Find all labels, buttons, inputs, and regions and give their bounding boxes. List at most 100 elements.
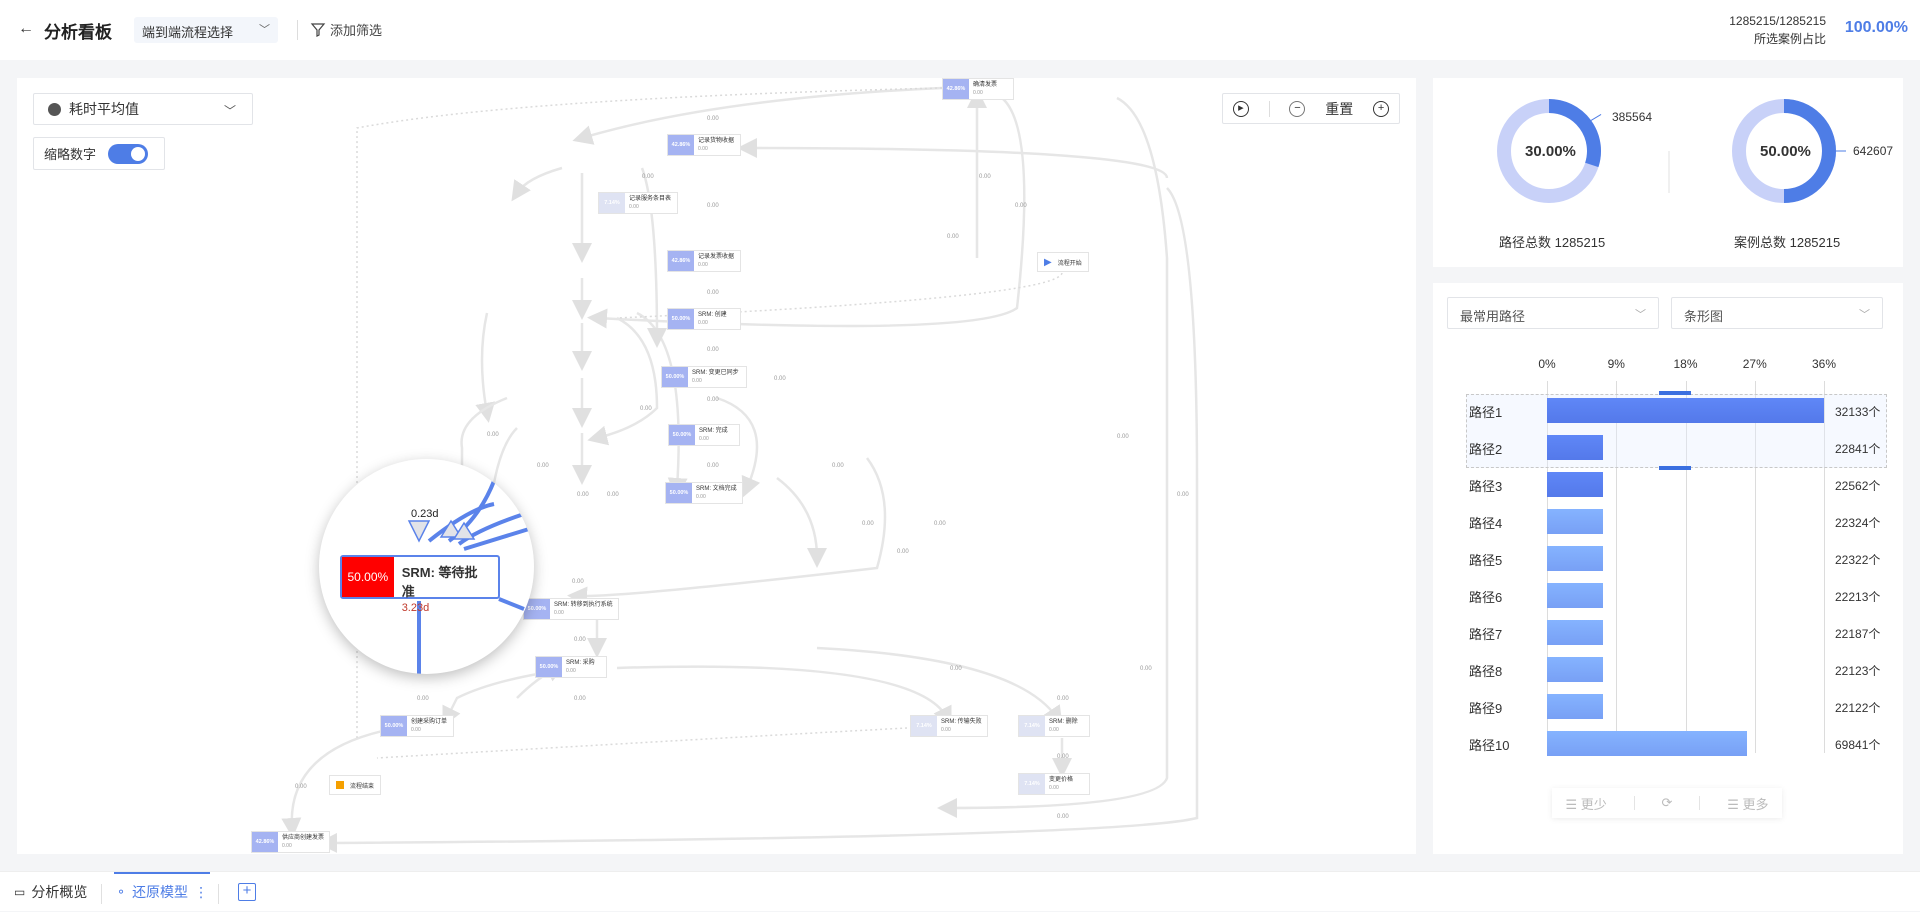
tab-analysis-overview[interactable]: ▭ 分析概览 bbox=[14, 884, 88, 900]
plus-circle-icon[interactable]: + bbox=[1373, 100, 1390, 117]
show-less-button[interactable]: ☰ 更少 bbox=[1565, 796, 1607, 812]
abbreviate-numbers-label: 缩略数字 bbox=[44, 147, 97, 162]
donut-charts bbox=[1497, 99, 1846, 203]
edge bbox=[572, 86, 943, 145]
svg-text:0.00: 0.00 bbox=[707, 463, 719, 469]
bar-value-label: 22213个 bbox=[1835, 590, 1881, 604]
divider bbox=[297, 20, 298, 40]
svg-text:0.00: 0.00 bbox=[707, 290, 719, 296]
flow-select-dropdown[interactable]: 端到端流程选择 ﹀ bbox=[134, 17, 278, 43]
svg-text:0.00: 0.00 bbox=[1177, 492, 1189, 498]
svg-text:0.00: 0.00 bbox=[707, 203, 719, 209]
case-ratio-label: 所选案例占比 bbox=[1753, 32, 1826, 46]
add-filter-button[interactable]: 添加筛选 bbox=[310, 20, 382, 39]
arrow-head bbox=[407, 520, 431, 543]
play-icon: ▶ bbox=[1044, 256, 1052, 268]
brush-handle-top[interactable] bbox=[1659, 391, 1691, 395]
refresh-icon[interactable]: ⟳ bbox=[1661, 795, 1673, 810]
donut-case-total bbox=[1732, 99, 1846, 203]
x-tick-label: 0% bbox=[1538, 357, 1556, 371]
process-model-icon: ⚬ bbox=[116, 885, 127, 899]
bar-category-label: 路径6 bbox=[1469, 590, 1503, 605]
bar[interactable] bbox=[1547, 694, 1604, 719]
bottom-tab-bar: ▭ 分析概览 ⚬ 还原模型 ⋮ + bbox=[0, 871, 1920, 911]
svg-text:0.00: 0.00 bbox=[1140, 666, 1152, 672]
start-event-node[interactable]: ▶ 流程开始 bbox=[1037, 252, 1089, 272]
show-more-button[interactable]: ☰ 更多 bbox=[1727, 796, 1769, 812]
top-bar: ← 分析看板 端到端流程选择 ﹀ 添加筛选 1285215/1285215 所选… bbox=[0, 0, 1920, 60]
process-map-edges: 0.00 0.00 0.00 0.00 0.00 0.00 0.00 0.00 … bbox=[281, 86, 1199, 853]
svg-text:0.00: 0.00 bbox=[862, 521, 874, 527]
path-type-select[interactable]: 最常用路径﹀ bbox=[1447, 297, 1659, 329]
chevron-down-icon: ﹀ bbox=[1859, 309, 1870, 321]
donut-path-percent: 30.00% bbox=[1525, 143, 1576, 160]
svg-text:0.00: 0.00 bbox=[1015, 203, 1027, 209]
bar[interactable] bbox=[1547, 657, 1604, 682]
edge-time-label: 0.23d bbox=[411, 508, 439, 520]
end-event-node[interactable]: 流程结束 bbox=[329, 775, 382, 795]
summary-donuts-panel: 30.00% 385564 路径总数 1285215 50.00% 642607… bbox=[1433, 78, 1903, 267]
divider bbox=[1268, 100, 1270, 117]
donut-slice bbox=[1548, 99, 1601, 168]
bar[interactable] bbox=[1547, 435, 1604, 460]
bar[interactable] bbox=[1547, 472, 1604, 497]
svg-text:0.00: 0.00 bbox=[640, 406, 652, 412]
bar[interactable] bbox=[1547, 398, 1824, 423]
bar-category-label: 路径7 bbox=[1469, 627, 1503, 642]
play-circle-icon[interactable]: ▸ bbox=[1232, 100, 1249, 117]
list-more-icon: ☰ bbox=[1727, 796, 1743, 812]
chart-type-select[interactable]: 条形图﹀ bbox=[1671, 297, 1883, 329]
svg-text:0.00: 0.00 bbox=[1117, 434, 1129, 440]
reset-button[interactable]: 重置 bbox=[1325, 100, 1354, 117]
x-tick-label: 9% bbox=[1607, 357, 1625, 371]
svg-text:0.00: 0.00 bbox=[1057, 754, 1069, 760]
bar[interactable] bbox=[1547, 620, 1604, 645]
bar[interactable] bbox=[1547, 509, 1604, 534]
bar[interactable] bbox=[1547, 583, 1604, 608]
tab-process-model[interactable]: ⚬ 还原模型 ⋮ bbox=[114, 872, 211, 912]
x-tick-label: 18% bbox=[1673, 357, 1698, 371]
add-tab-button[interactable]: + bbox=[238, 883, 256, 901]
divider bbox=[101, 884, 102, 904]
arrow-left-icon[interactable]: ← bbox=[18, 20, 34, 37]
measure-select[interactable]: 耗时平均值 ﹀ bbox=[33, 93, 253, 125]
bar-category-label: 路径4 bbox=[1469, 516, 1503, 531]
bar-value-label: 22123个 bbox=[1835, 664, 1881, 678]
minus-circle-icon[interactable]: − bbox=[1289, 100, 1306, 117]
bar[interactable] bbox=[1547, 731, 1748, 756]
gridline bbox=[1685, 381, 1687, 753]
abbreviate-numbers-toggle[interactable] bbox=[108, 143, 149, 164]
measure-label: 耗时平均值 bbox=[69, 101, 139, 117]
more-vertical-icon[interactable]: ⋮ bbox=[194, 883, 209, 900]
bar-category-label: 路径1 bbox=[1469, 405, 1503, 420]
case-ratio-percent: 100.00% bbox=[1844, 19, 1908, 36]
bar-value-label: 22187个 bbox=[1835, 627, 1881, 641]
process-map-panel[interactable]: 0.00 0.00 0.00 0.00 0.00 0.00 0.00 0.00 … bbox=[17, 78, 1416, 854]
svg-text:0.00: 0.00 bbox=[934, 521, 946, 527]
bar-value-label: 22322个 bbox=[1835, 553, 1881, 567]
svg-text:0.00: 0.00 bbox=[642, 174, 654, 180]
bar[interactable] bbox=[1547, 546, 1604, 571]
bar-value-label: 22122个 bbox=[1835, 701, 1881, 715]
case-ratio: 1285215/1285215 所选案例占比 bbox=[1729, 12, 1826, 48]
gridline bbox=[1824, 381, 1825, 753]
brush-handle-bottom[interactable] bbox=[1659, 466, 1691, 470]
